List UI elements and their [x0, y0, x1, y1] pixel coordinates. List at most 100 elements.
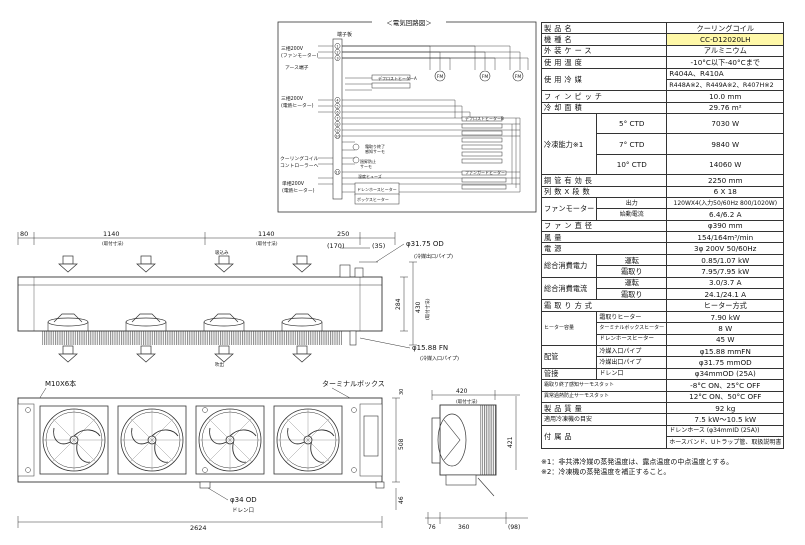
terminal-label: 9	[336, 129, 338, 133]
spec-mass-value: 92 kg	[666, 401, 785, 415]
spec-total-power-run: 0.85/1.07 kW	[666, 253, 785, 267]
dim-35: (35)	[372, 242, 385, 250]
terminal-board-label: 端子板	[337, 31, 352, 38]
spec-airflow-key: 風量	[540, 231, 668, 244]
dim-pitch-right: (取付寸法)	[256, 240, 278, 247]
footnote-2: ※2：冷凍機の蒸発温度を補正すること。	[541, 468, 671, 476]
spec-airflow-value: 154/164m³/min	[666, 231, 785, 244]
dim-80: 80	[20, 230, 28, 238]
suction-label: 吸込み	[215, 249, 229, 256]
spec-total-power-run-key: 運転	[596, 253, 668, 267]
dim-30: 30	[399, 389, 405, 395]
spec-defrost-method-value: ヒーター方式	[666, 299, 785, 312]
spec-case-value: アルミニウム	[666, 44, 785, 58]
side-view: 420 (取付寸法) 421 30 76 360 (98)	[399, 388, 528, 531]
dim-421: 421	[507, 436, 514, 448]
spec-model-value: CC-D12020LH	[666, 33, 785, 46]
spec-power-value: 3φ 200V 50/60Hz	[666, 242, 785, 255]
spec-case-key: 外装ケース	[540, 44, 668, 58]
spec-pipe-in-key: 冷媒入口パイプ	[596, 344, 668, 358]
spec-drain-key: ドレン口	[596, 367, 668, 381]
spec-heater-3-value: 45 W	[666, 333, 785, 347]
fan-motor-label: FM	[482, 74, 489, 80]
defrost-heater-b-label: デフロストヒーターB	[465, 115, 504, 121]
terminal-5	[334, 103, 341, 109]
terminal-1	[334, 43, 341, 49]
spec-unit-key: 適用冷凍機の目安	[540, 413, 668, 426]
spec-tube-value: 2250 mm	[666, 174, 785, 187]
terminal-label: 1	[336, 45, 338, 49]
spec-capacity-key: 冷凍能力※1	[540, 113, 598, 176]
single-power-label: 単相200V	[282, 180, 305, 187]
dim-430: 430	[415, 301, 422, 313]
spec-pipe-out-key: 冷媒出口パイプ	[596, 356, 668, 369]
spec-pipe-in-value: φ15.88 mmFN	[666, 344, 785, 358]
spec-total-current-defrost-key: 霜取り	[596, 288, 668, 301]
spec-unit-value: 7.5 kW〜10.5 kW	[666, 413, 785, 426]
terminal-label: 10	[335, 135, 339, 139]
dim-98: (98)	[508, 524, 520, 531]
earth-label: アース端子	[285, 64, 309, 71]
spec-pipe-out-value: φ31.75 mmOD	[666, 356, 785, 369]
front-view: 80 1140 (取付寸法) 1140 (取付寸法) 250 (170) (35…	[17, 230, 459, 368]
spec-total-power-defrost-key: 霜取り	[596, 265, 668, 278]
spec-ctd-7: 7° CTD	[596, 133, 668, 155]
terminal-label: 7	[336, 117, 338, 121]
spec-refrigerant-value-1: R404A、R410A	[666, 67, 785, 80]
spec-total-power-defrost: 7.95/7.95 kW	[666, 265, 785, 278]
terminal-8	[334, 121, 341, 127]
spec-fin-value: 10.0 mm	[666, 90, 785, 103]
spec-ctd-5: 5° CTD	[596, 113, 668, 135]
dim-360: 360	[458, 524, 470, 531]
defrost-heater-a-label: デフロストヒーターA	[378, 75, 417, 81]
inlet-pipe-label: (冷媒入口パイプ)	[420, 355, 459, 362]
terminal-9	[334, 127, 341, 133]
terminal-box-label: ターミナルボックス	[322, 379, 385, 388]
spec-defrost-method-key: 霜取り方式	[540, 299, 668, 312]
spec-accessory-key: 付属品	[540, 424, 668, 449]
spec-thermo2-value: 12°C ON、50°C OFF	[666, 390, 785, 403]
fan-guard-heater-label: ファンガードヒーター	[465, 169, 505, 175]
fan-motor-symbol	[434, 70, 446, 82]
fuse-label: 温度ヒューズ	[358, 173, 382, 179]
spec-refrigerant-key: 使用冷媒	[540, 67, 668, 92]
spec-total-current-run: 3.0/3.7 A	[666, 276, 785, 290]
dim-1140-right: 1140	[258, 230, 275, 238]
controller-label: クーリングコイル	[280, 155, 319, 162]
controller-sublabel: コントローラーへ	[280, 163, 319, 169]
terminal-label: 3	[336, 57, 338, 61]
dim-250: 250	[337, 230, 349, 238]
spec-heater-1-key: 霜取りヒーター	[596, 310, 668, 324]
terminal-2	[334, 49, 341, 55]
fan-motor-symbol	[479, 70, 491, 82]
discharge-label: 吹出	[215, 361, 224, 368]
spec-pipe-label: 配管	[540, 344, 598, 369]
spec-tube-key: 銅管有効長	[540, 174, 668, 187]
spec-accessory-value-1: ドレンホース (φ34mmID (25A))	[666, 424, 785, 438]
spec-fan-dia-key: ファン直径	[540, 219, 668, 233]
spec-total-current-run-key: 運転	[596, 276, 668, 290]
fan-motor-label: FM	[437, 74, 444, 80]
dim-46: 46	[398, 496, 405, 504]
spec-fan-current-value: 6.4/6.2 A	[666, 208, 785, 221]
terminal-label: 11	[335, 171, 339, 175]
spec-heater-3-key: ドレンホースヒーター	[596, 333, 668, 347]
spec-area-key: 冷却面積	[540, 101, 668, 115]
spec-capacity-7: 9840 W	[666, 133, 785, 155]
spec-model-key: 機種名	[540, 33, 668, 46]
spec-mass-key: 製品質量	[540, 401, 668, 415]
terminal-label: 2	[336, 51, 338, 55]
thermo1-label: 霜取り終了	[365, 143, 385, 149]
spec-fan-dia-value: φ390 mm	[666, 219, 785, 233]
circuit-title: ＜電気回路図＞	[386, 18, 432, 27]
dim-76: 76	[428, 524, 436, 531]
dim-508: 508	[398, 438, 405, 450]
thermo2-sublabel: サーモ	[360, 164, 372, 169]
spec-heater-2-value: 8 W	[666, 322, 785, 335]
spec-refrigerant-value-2: R448A※2、R449A※2、R407H※2	[666, 78, 785, 92]
spec-heater-2-key: ターミナルボックスヒーター	[596, 322, 668, 335]
spec-thermo1-value: -8°C ON、25°C OFF	[666, 379, 785, 392]
fan-motor-label: FM	[515, 74, 522, 80]
terminal-3	[334, 55, 341, 61]
